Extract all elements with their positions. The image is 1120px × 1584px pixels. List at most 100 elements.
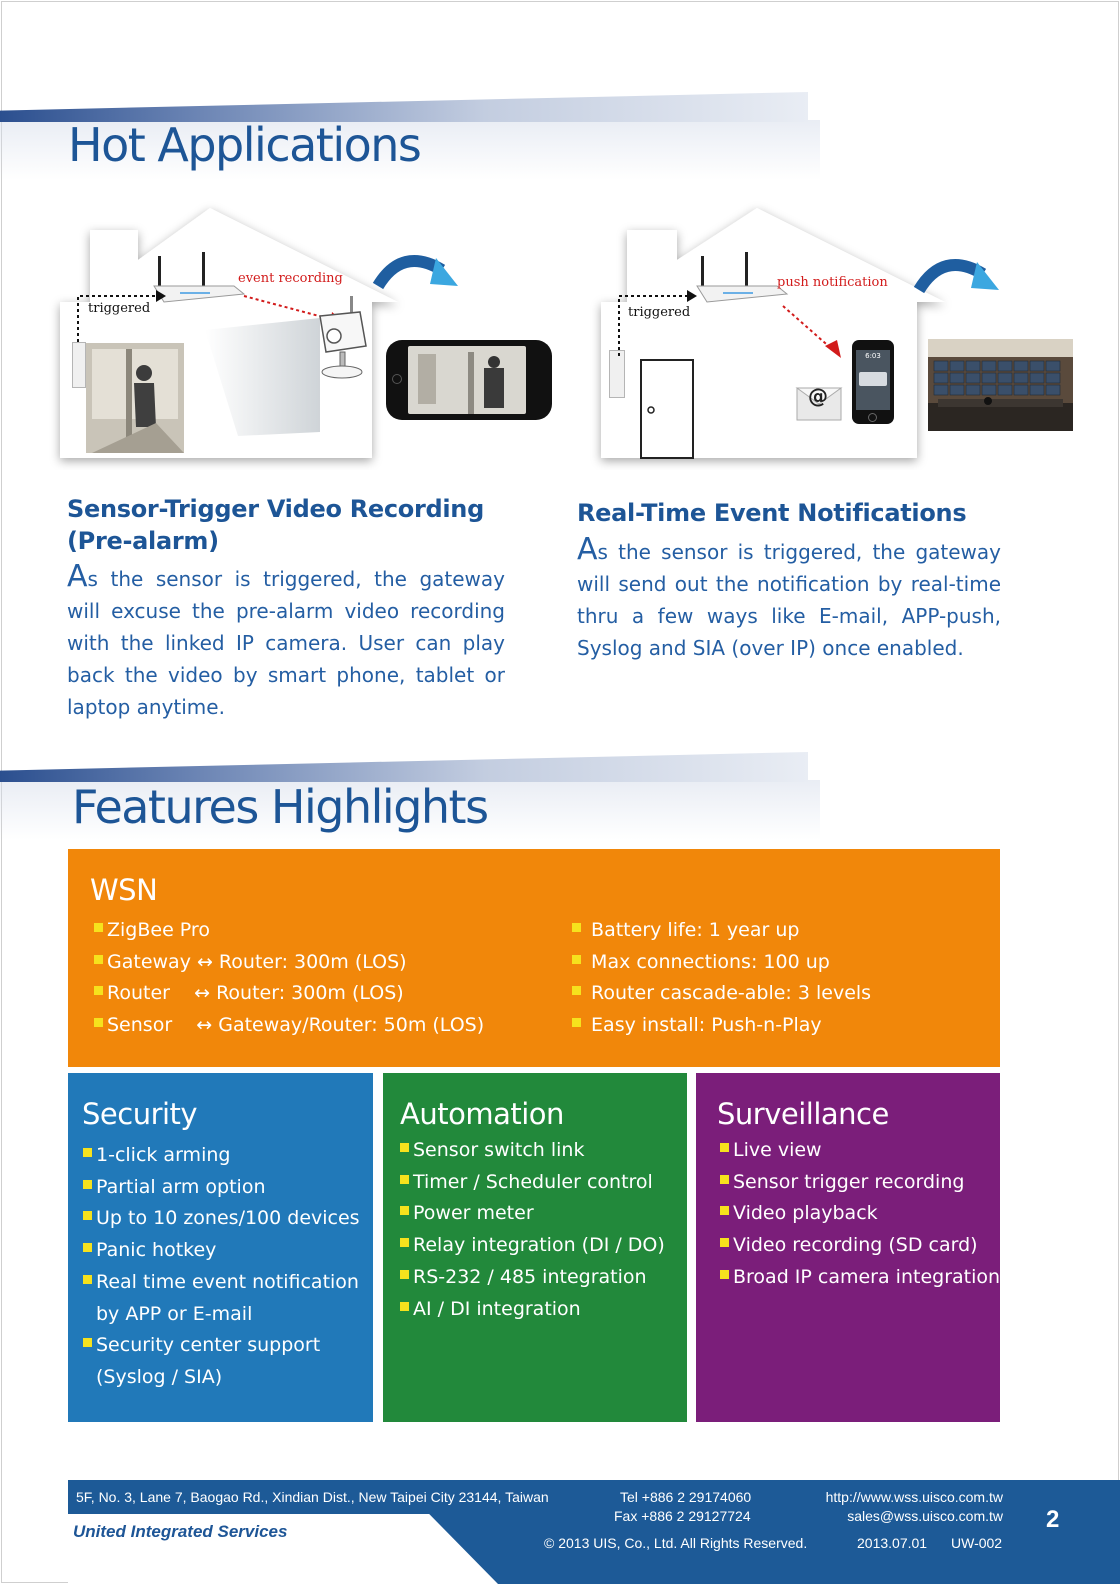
bullet-icon (572, 954, 581, 964)
surveillance-list: Live view Sensor trigger recording Video… (720, 1135, 1000, 1294)
list-item: Battery life: 1 year up (572, 915, 871, 947)
list-item: Live view (720, 1135, 1000, 1167)
email-envelope-icon: @ (795, 378, 843, 422)
list-item: Sensor trigger recording (720, 1167, 1000, 1199)
list-item: Sensor switch link (400, 1135, 665, 1167)
wsn-left-list: ZigBee Pro Gateway ↔ Router: 300m (LOS) … (94, 915, 484, 1042)
event-notification-description: As the sensor is triggered, the gateway … (577, 534, 1001, 664)
house-icon (569, 208, 945, 459)
list-item: AI / DI integration (400, 1294, 665, 1326)
hot-applications-title: Hot Applications (68, 118, 422, 172)
security-title: Security (82, 1097, 198, 1131)
wsn-title: WSN (90, 873, 158, 907)
sensor-trigger-heading: Sensor-Trigger Video Recording (Pre-alar… (67, 493, 507, 557)
sensor-trigger-illustration: triggered event recording (20, 200, 560, 470)
list-item: Real time event notification (83, 1267, 360, 1299)
list-item: Timer / Scheduler control (400, 1167, 665, 1199)
bullet-icon (400, 1238, 409, 1248)
list-item: Power meter (400, 1198, 665, 1230)
features-highlights-title: Features Highlights (72, 780, 489, 834)
list-item: Sensor ↔ Gateway/Router: 50m (LOS) (94, 1010, 484, 1042)
footer-date: 2013.07.01 (857, 1535, 928, 1551)
ip-camera-icon (319, 296, 367, 379)
security-center-photo (928, 339, 1073, 431)
list-item-continuation: (Syslog / SIA) (96, 1365, 223, 1388)
security-panel: Security 1-click arming Partial arm opti… (68, 1073, 373, 1422)
event-recording-label: event recording (238, 271, 343, 286)
router-icon (696, 252, 789, 303)
sensor-trigger-description: As the sensor is triggered, the gateway … (67, 561, 505, 723)
event-notification-body: s the sensor is triggered, the gateway w… (577, 540, 1001, 660)
triggered-label: triggered (88, 301, 151, 316)
sensor-trigger-body: s the sensor is triggered, the gateway w… (67, 567, 505, 719)
footer-doc-code: UW-002 (951, 1535, 1003, 1551)
sensor-trigger-heading-line1: Sensor-Trigger Video Recording (67, 495, 484, 523)
footer-copyright: © 2013 UIS, Co., Ltd. All Rights Reserve… (544, 1535, 808, 1551)
automation-panel: Automation Sensor switch link Timer / Sc… (383, 1073, 687, 1422)
list-item: Relay integration (DI / DO) (400, 1230, 665, 1262)
bullet-icon (572, 923, 581, 932)
page-number: 2 (1046, 1506, 1060, 1533)
heading-band-fade (0, 780, 820, 840)
event-notification-illustration: triggered push notification @ 6:03 (565, 200, 1085, 470)
triggered-arrow-icon (618, 290, 697, 356)
triggered-label: triggered (628, 305, 691, 320)
list-item: Broad IP camera integration (720, 1262, 1000, 1294)
bullet-icon (94, 954, 103, 964)
list-item: Max connections: 100 up (572, 947, 871, 979)
bullet-icon (400, 1174, 409, 1184)
bullet-icon (720, 1174, 729, 1184)
bullet-icon (720, 1143, 729, 1152)
list-item-continuation: by APP or E-mail (96, 1302, 253, 1325)
bullet-icon (83, 1274, 92, 1284)
footer-fax: Fax +886 2 29127724 (614, 1508, 751, 1524)
list-item: RS-232 / 485 integration (400, 1262, 665, 1294)
bullet-icon (83, 1148, 92, 1157)
list-item: Router ↔ Router: 300m (LOS) (94, 978, 484, 1010)
list-item: Router cascade-able: 3 levels (572, 978, 871, 1010)
footer-email-link[interactable]: sales@wss.uisco.com.tw (847, 1508, 1003, 1524)
heading-band-features (0, 752, 808, 782)
sensor-trigger-heading-line2: (Pre-alarm) (67, 527, 219, 555)
bullet-icon (94, 1018, 103, 1028)
at-symbol: @ (808, 384, 828, 408)
drop-letter: A (577, 532, 598, 567)
footer-address: 5F, No. 3, Lane 7, Baogao Rd., Xindian D… (76, 1489, 549, 1505)
list-item: Gateway ↔ Router: 300m (LOS) (94, 947, 484, 979)
drop-letter: A (67, 559, 88, 594)
list-item: Video playback (720, 1198, 1000, 1230)
list-item: 1-click arming (83, 1140, 360, 1172)
automation-title: Automation (400, 1097, 564, 1131)
bullet-icon (400, 1301, 409, 1311)
bullet-icon (400, 1143, 409, 1152)
bullet-icon (720, 1269, 729, 1279)
company-name: United Integrated Services (73, 1522, 288, 1541)
list-item: Up to 10 zones/100 devices (83, 1203, 360, 1235)
bullet-icon (83, 1338, 92, 1348)
wsn-right-list: Battery life: 1 year up Max connections:… (572, 915, 871, 1042)
event-notification-heading: Real-Time Event Notifications (577, 499, 967, 527)
list-item: Video recording (SD card) (720, 1230, 1000, 1262)
bullet-icon (720, 1206, 729, 1216)
bullet-icon (572, 1018, 581, 1028)
surveillance-panel: Surveillance Live view Sensor trigger re… (696, 1073, 1000, 1422)
surveillance-title: Surveillance (717, 1097, 889, 1131)
notification-arrow-icon (782, 305, 841, 358)
security-list: 1-click arming Partial arm option Up to … (83, 1140, 360, 1394)
smartphone-notification-icon: 6:03 (852, 340, 894, 424)
bullet-icon (400, 1206, 409, 1216)
bullet-icon (94, 923, 103, 932)
automation-list: Sensor switch link Timer / Scheduler con… (400, 1135, 665, 1325)
footer-tel: Tel +886 2 29174060 (620, 1489, 752, 1505)
triggered-arrow-icon (77, 290, 166, 348)
phone-clock: 6:03 (865, 352, 881, 360)
smartphone-playback-icon (386, 340, 552, 420)
list-item: Easy install: Push-n-Play (572, 1010, 871, 1042)
bullet-icon (400, 1269, 409, 1279)
bullet-icon (720, 1238, 729, 1248)
wsn-panel: WSN ZigBee Pro Gateway ↔ Router: 300m (L… (68, 849, 1000, 1067)
list-item: Security center support (83, 1330, 360, 1362)
footer-website-link[interactable]: http://www.wss.uisco.com.tw (825, 1489, 1003, 1505)
push-notification-label: push notification (777, 275, 888, 290)
bullet-icon (83, 1179, 92, 1189)
